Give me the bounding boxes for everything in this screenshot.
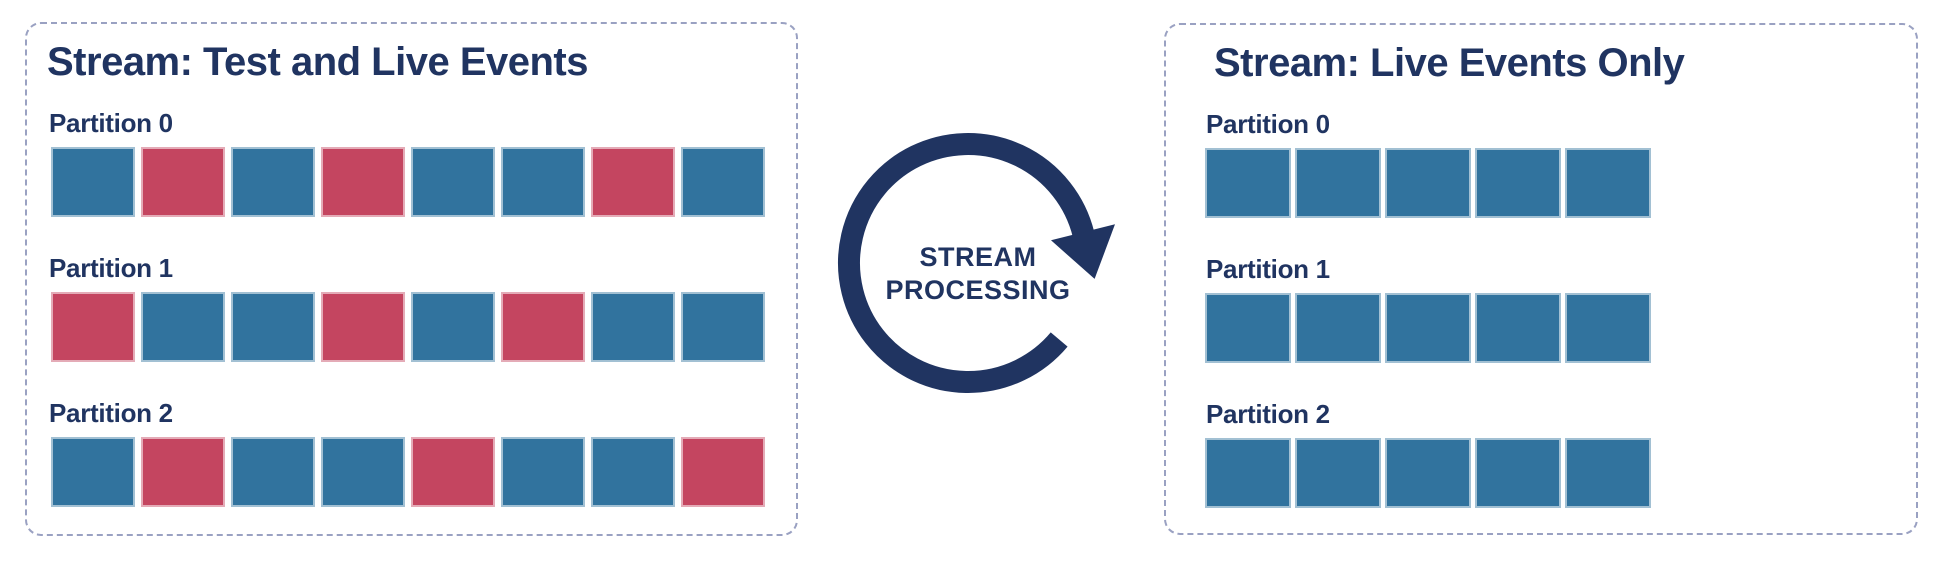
partition-group: Partition 2: [27, 398, 796, 507]
event-square-test: [411, 437, 495, 507]
event-square-live: [681, 292, 765, 362]
event-square-live: [1385, 438, 1471, 508]
event-square-test: [51, 292, 135, 362]
event-square-test: [501, 292, 585, 362]
partition-label: Partition 2: [1206, 399, 1330, 429]
panel-title: Stream: Test and Live Events: [47, 40, 589, 84]
partition-group: Partition 0: [27, 108, 796, 217]
partition-row: [1205, 438, 1916, 508]
event-square-live: [141, 292, 225, 362]
partition-group: Partition 2: [1166, 399, 1916, 508]
event-square-live: [231, 147, 315, 217]
event-square-test: [141, 147, 225, 217]
event-square-test: [591, 147, 675, 217]
partition-group: Partition 1: [27, 253, 796, 362]
event-square-live: [501, 147, 585, 217]
event-square-live: [1295, 293, 1381, 363]
event-square-live: [501, 437, 585, 507]
partition-row: [51, 147, 796, 217]
event-square-live: [411, 147, 495, 217]
event-square-test: [321, 147, 405, 217]
event-square-live: [591, 292, 675, 362]
arrow-arc: [838, 133, 1095, 393]
event-square-live: [231, 437, 315, 507]
event-square-live: [51, 437, 135, 507]
arrow-head: [1051, 224, 1115, 279]
event-square-test: [321, 292, 405, 362]
event-square-live: [1475, 438, 1561, 508]
event-square-live: [1205, 438, 1291, 508]
partition-row: [1205, 148, 1916, 218]
event-square-live: [51, 147, 135, 217]
event-square-live: [1385, 293, 1471, 363]
partition-row: [51, 437, 796, 507]
partition-row: [51, 292, 796, 362]
event-square-test: [141, 437, 225, 507]
event-square-live: [1565, 293, 1651, 363]
partition-label: Partition 2: [49, 398, 173, 428]
partition-group: Partition 1: [1166, 254, 1916, 363]
partition-label: Partition 0: [1206, 109, 1330, 139]
partition-group: Partition 0: [1166, 109, 1916, 218]
event-square-test: [681, 437, 765, 507]
event-square-live: [1565, 438, 1651, 508]
event-square-live: [1565, 148, 1651, 218]
event-square-live: [321, 437, 405, 507]
event-square-live: [1205, 293, 1291, 363]
event-square-live: [591, 437, 675, 507]
event-square-live: [1385, 148, 1471, 218]
source-stream-panel: Stream: Test and Live Events Partition 0…: [25, 22, 798, 536]
event-square-live: [681, 147, 765, 217]
event-square-live: [411, 292, 495, 362]
event-square-live: [1475, 293, 1561, 363]
event-square-live: [1475, 148, 1561, 218]
output-stream-panel: Stream: Live Events Only Partition 0 Par…: [1164, 23, 1918, 535]
partition-label: Partition 1: [49, 253, 173, 283]
event-square-live: [1295, 438, 1381, 508]
stream-processing-cycle-arrow-icon: [838, 133, 1115, 393]
event-square-live: [1295, 148, 1381, 218]
panel-title: Stream: Live Events Only: [1214, 41, 1685, 85]
partition-label: Partition 1: [1206, 254, 1330, 284]
partition-label: Partition 0: [49, 108, 173, 138]
event-square-live: [231, 292, 315, 362]
partition-row: [1205, 293, 1916, 363]
event-square-live: [1205, 148, 1291, 218]
